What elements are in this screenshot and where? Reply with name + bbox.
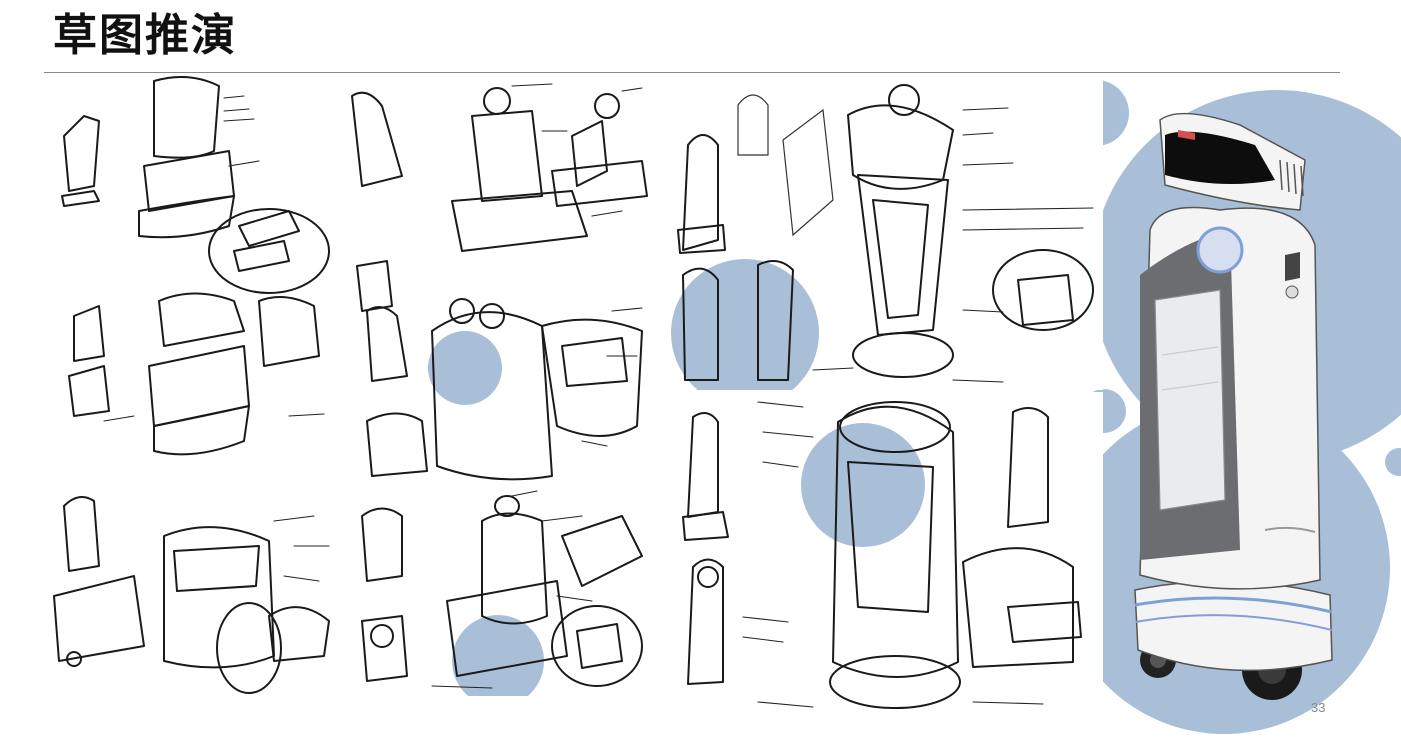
page-title: 草图推演 bbox=[53, 10, 237, 61]
sketch-panel-4 bbox=[663, 392, 1103, 722]
sketch-panel-1 bbox=[44, 76, 336, 696]
highlight-circle-3 bbox=[671, 259, 819, 390]
highlight-circle-2 bbox=[452, 615, 544, 696]
deco-circle-edge bbox=[1385, 448, 1401, 476]
title-divider bbox=[44, 72, 1340, 73]
robot-base bbox=[1134, 580, 1333, 672]
robot-visor bbox=[1165, 131, 1275, 184]
highlight-circle-4 bbox=[801, 423, 925, 547]
robot-render bbox=[1134, 112, 1333, 700]
highlight-circle-1 bbox=[428, 331, 502, 405]
page-number: 33 bbox=[1311, 700, 1326, 715]
robot-front-window bbox=[1154, 289, 1226, 511]
robot-camera bbox=[1196, 226, 1244, 274]
sketch-panel-3 bbox=[663, 80, 1103, 390]
sketch-panel-2 bbox=[342, 76, 652, 696]
